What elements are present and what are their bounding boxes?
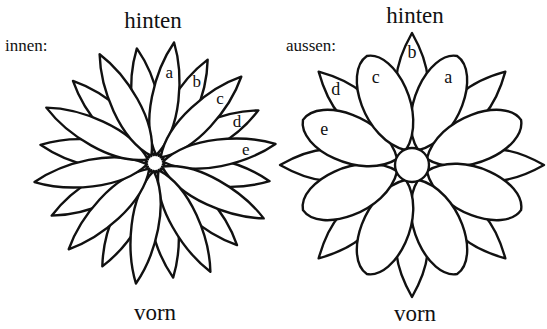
petal-letter: b	[193, 73, 202, 90]
petal-letter: d	[331, 80, 340, 98]
petal-letter: a	[444, 68, 452, 86]
direction-label: hinten	[386, 4, 444, 27]
flower-center	[149, 157, 161, 169]
flower-center	[395, 148, 429, 182]
petal	[88, 48, 164, 162]
petal-letter: c	[372, 68, 380, 86]
petal-letter: e	[320, 120, 328, 138]
layer-label: innen:	[5, 37, 48, 54]
petal-letter: e	[242, 140, 250, 157]
petal-letter: b	[408, 43, 417, 61]
inner-petal	[345, 47, 428, 159]
petal-letter: c	[216, 89, 224, 106]
left-flower	[32, 40, 277, 285]
direction-label: hinten	[124, 9, 182, 32]
direction-label: vorn	[134, 301, 176, 324]
layer-label: aussen:	[286, 37, 336, 54]
petal-letter: d	[233, 113, 242, 130]
right-flower	[280, 33, 544, 297]
direction-label: vorn	[394, 302, 436, 325]
petal-letter: a	[166, 64, 174, 81]
